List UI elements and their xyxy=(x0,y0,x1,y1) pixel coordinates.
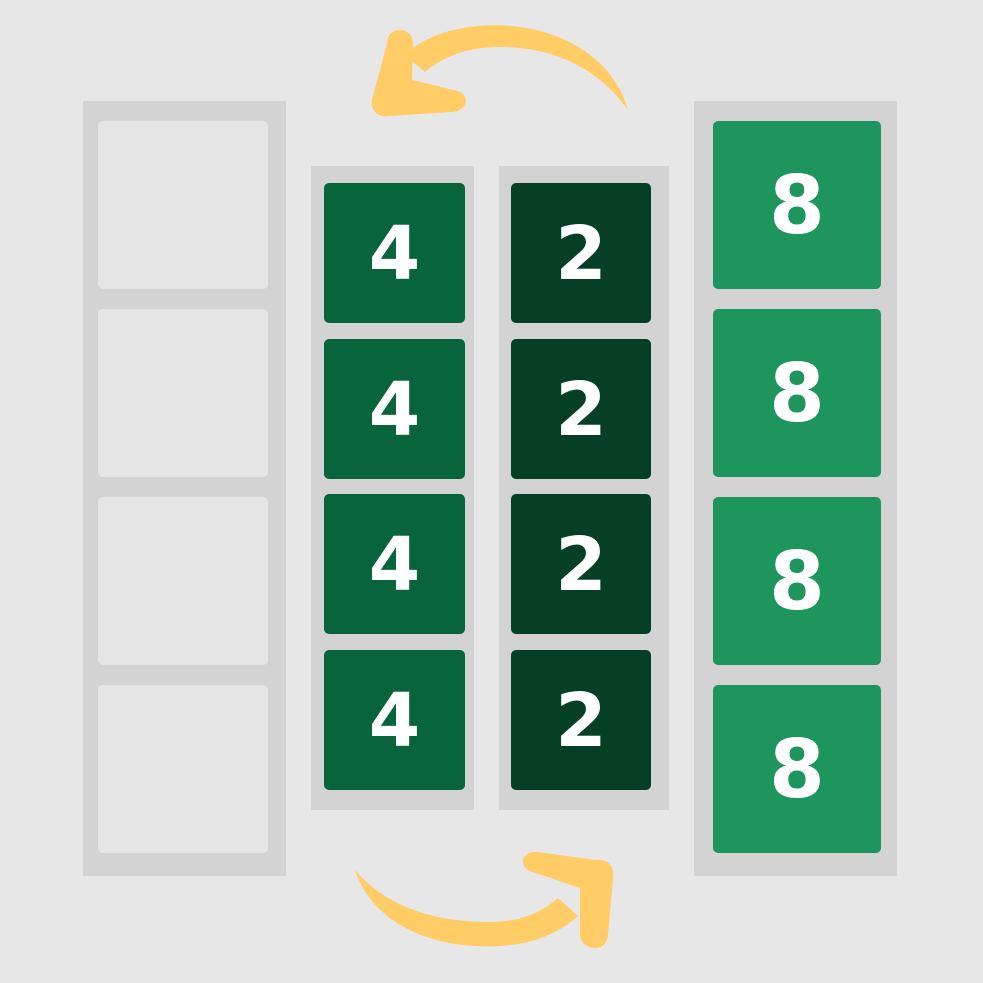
tile-value: 4 xyxy=(368,678,421,764)
tile-8: 8 xyxy=(713,309,881,477)
tile-value: 2 xyxy=(555,522,607,608)
tile-2: 2 xyxy=(511,183,651,323)
tile-4: 4 xyxy=(324,339,465,479)
empty-slot xyxy=(98,685,268,853)
empty-slot xyxy=(98,121,268,289)
tile-value: 8 xyxy=(769,723,825,816)
tile-8: 8 xyxy=(713,497,881,665)
tile-value: 2 xyxy=(555,367,607,453)
fours-column: 4 4 4 4 xyxy=(311,166,474,810)
tile-2: 2 xyxy=(511,494,651,634)
tile-value: 2 xyxy=(555,211,607,297)
eights-column: 8 8 8 8 xyxy=(694,101,897,876)
twos-column: 2 2 2 2 xyxy=(499,166,669,810)
curved-arrow-right-icon xyxy=(355,851,614,948)
tile-4: 4 xyxy=(324,494,465,634)
tile-8: 8 xyxy=(713,685,881,853)
empty-slot xyxy=(98,309,268,477)
tile-4: 4 xyxy=(324,183,465,323)
curved-arrow-left-icon xyxy=(371,25,628,117)
tile-value: 4 xyxy=(368,211,421,297)
tile-2: 2 xyxy=(511,650,651,790)
tile-value: 8 xyxy=(769,347,825,440)
tile-value: 8 xyxy=(769,159,825,252)
empty-slot xyxy=(98,497,268,665)
tile-value: 4 xyxy=(368,367,421,453)
tile-2: 2 xyxy=(511,339,651,479)
tile-value: 4 xyxy=(368,522,421,608)
tile-4: 4 xyxy=(324,650,465,790)
tile-value: 8 xyxy=(769,535,825,628)
empty-column xyxy=(83,101,286,876)
tile-8: 8 xyxy=(713,121,881,289)
tile-value: 2 xyxy=(555,678,607,764)
